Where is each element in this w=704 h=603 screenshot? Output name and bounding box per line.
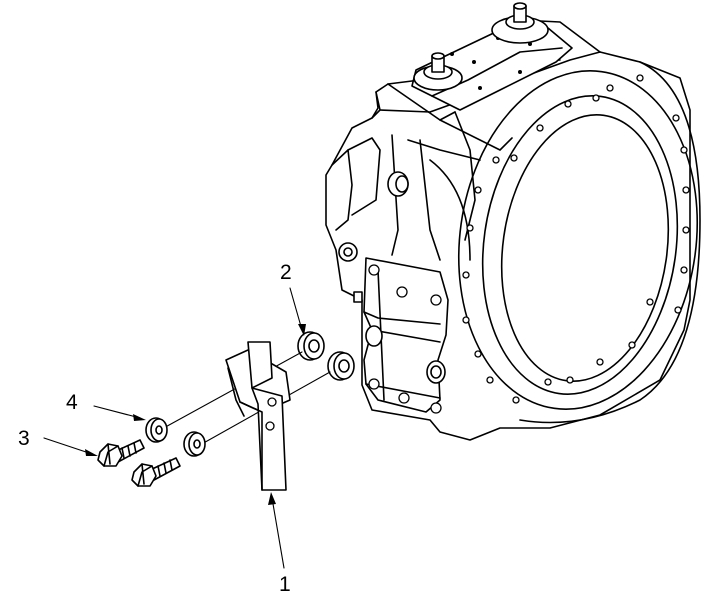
leader-lines <box>43 287 306 569</box>
bolt-part-3 <box>97 439 181 487</box>
spacer-part-2 <box>297 331 355 381</box>
callout-1: 1 <box>279 573 291 596</box>
top-cover-plate <box>411 2 573 111</box>
mounting-pad <box>353 257 449 414</box>
stud-front-icon <box>413 52 463 91</box>
callout-4: 4 <box>66 391 78 414</box>
callout-3: 3 <box>18 427 30 450</box>
washer-part-4 <box>145 417 206 457</box>
bracket-part-1 <box>225 341 291 491</box>
stud-rear-icon <box>491 2 549 44</box>
callout-2: 2 <box>280 261 292 284</box>
